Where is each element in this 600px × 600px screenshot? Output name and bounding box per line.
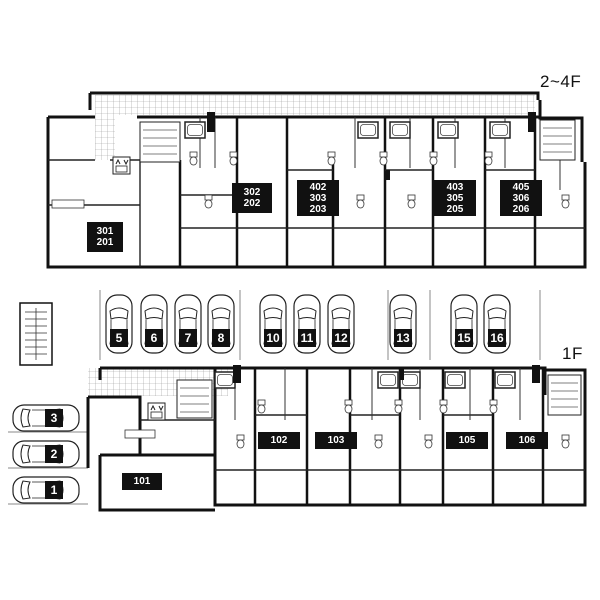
unit-number: 405 [512,181,530,193]
parking-left [8,404,88,505]
parking-spot-number[interactable]: 6 [145,329,163,347]
parking-spot-number[interactable]: 3 [45,409,63,427]
unit-badge-ground[interactable]: 103 [315,432,357,449]
unit-number: 202 [243,198,261,209]
parking-spot-number[interactable]: 2 [45,445,63,463]
ground-floor-plan [86,365,587,512]
unit-badge-upper[interactable]: 403 305 205 [434,180,476,216]
unit-number: 201 [96,237,114,248]
corridor [95,95,535,115]
unit-number: 403 [446,181,464,193]
upper-floor-plan [46,91,587,269]
unit-number: 306 [512,192,530,204]
unit-badge-ground[interactable]: 101 [122,473,162,490]
upper-floor-label: 2~4F [540,72,582,91]
parking-spot-number[interactable]: 12 [332,329,350,347]
unit-number: 203 [309,203,327,215]
unit-number: 303 [309,192,327,204]
parking-spot-number[interactable]: 5 [110,329,128,347]
parking-spot-number[interactable]: 8 [212,329,230,347]
parking-spot-number[interactable]: 1 [45,481,63,499]
parking-spot-number[interactable]: 11 [298,329,316,347]
parking-top [99,290,541,360]
unit-number: 402 [309,181,327,193]
parking-spot-number[interactable]: 15 [455,329,473,347]
bicycle-rack-icon [19,302,53,366]
unit-number: 205 [446,203,464,215]
unit-badge-upper[interactable]: 405 306 206 [500,180,542,216]
unit-number: 302 [243,187,261,198]
parking-spot-number[interactable]: 7 [179,329,197,347]
unit-number: 305 [446,192,464,204]
unit-badge-upper[interactable]: 301 201 [87,222,123,252]
unit-badge-ground[interactable]: 102 [258,432,300,449]
unit-number: 301 [96,226,114,237]
unit-badge-ground[interactable]: 106 [506,432,548,449]
parking-spot-number[interactable]: 16 [488,329,506,347]
unit-badge-upper[interactable]: 402 303 203 [297,180,339,216]
unit-number: 206 [512,203,530,215]
unit-badge-upper[interactable]: 302 202 [232,183,272,213]
elevator-icon [112,156,131,175]
parking-spot-number[interactable]: 13 [394,329,412,347]
unit-badge-ground[interactable]: 105 [446,432,488,449]
elevator-icon [147,402,166,421]
ground-floor-label: 1F [562,344,583,363]
parking-spot-number[interactable]: 10 [264,329,282,347]
